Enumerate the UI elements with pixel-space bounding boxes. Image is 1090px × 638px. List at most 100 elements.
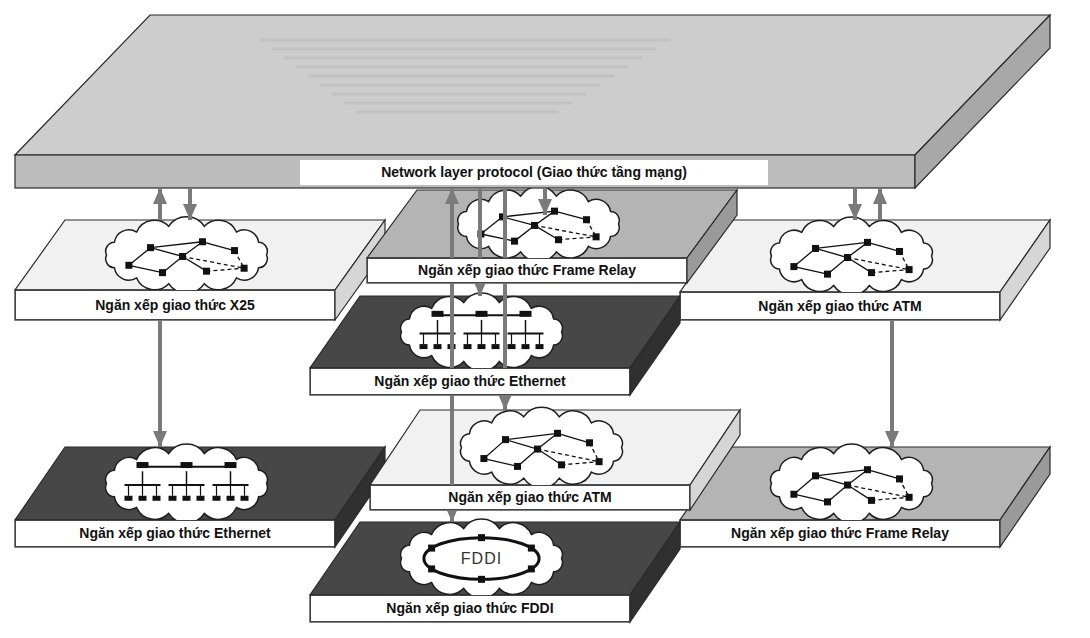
host-symbol — [478, 344, 486, 349]
slab-side-face — [1000, 220, 1050, 320]
network-cloud — [401, 293, 563, 371]
drop-line — [200, 485, 201, 496]
switch-node — [199, 238, 206, 245]
protocol-slab — [310, 293, 680, 395]
link-line — [535, 225, 559, 239]
stack-label: Ngăn xếp giao thức FDDI — [386, 600, 553, 617]
link-line — [506, 433, 558, 439]
station-node — [528, 565, 535, 572]
link-line — [207, 268, 245, 271]
drop-line — [244, 485, 245, 496]
arrow-connector — [158, 320, 162, 447]
texture-line — [272, 48, 656, 51]
switch-node — [534, 446, 541, 453]
drop-line — [172, 485, 173, 496]
texture-line — [296, 66, 628, 69]
slab-top-face — [15, 15, 1050, 155]
label-bar: Ngăn xếp giao thức ATM — [680, 292, 1000, 320]
switch-node — [844, 482, 851, 489]
host-symbol — [241, 496, 249, 501]
link-line — [816, 248, 848, 257]
arrow-connector — [853, 188, 857, 220]
link-line — [183, 256, 245, 268]
drop-line — [481, 334, 482, 345]
ring-label: FDDI — [461, 550, 502, 568]
label-bar: Ngăn xếp giao thức X25 — [15, 290, 335, 320]
slab-front-face — [367, 258, 687, 283]
arrow-connector — [450, 188, 454, 522]
host-symbol — [227, 496, 235, 501]
station-node — [528, 545, 535, 552]
link-line — [848, 258, 910, 270]
arrow-connector — [188, 188, 192, 220]
link-line — [868, 242, 900, 251]
drop-line — [230, 485, 231, 496]
host-symbol — [522, 344, 530, 349]
slab-side-face — [690, 410, 740, 510]
network-cloud — [771, 444, 933, 523]
protocol-stack-slab: Ngăn xếp giao thức Ethernet — [310, 296, 680, 395]
switch-node — [812, 245, 819, 252]
hub-symbol — [520, 311, 532, 317]
slab-side-face — [687, 190, 737, 283]
slab-front-face — [680, 292, 1000, 320]
fddi-ring — [424, 538, 539, 580]
switch-node — [844, 254, 851, 261]
link-line — [816, 470, 868, 476]
link-line — [868, 470, 900, 479]
network-cloud — [461, 407, 623, 488]
network-layer-slab: Network layer protocol (Giao thức tầng m… — [15, 15, 1050, 188]
host-symbol — [434, 344, 442, 349]
slab-front-face — [15, 520, 335, 547]
texture-line — [356, 111, 558, 114]
switch-node — [502, 436, 509, 443]
network-cloud — [106, 217, 268, 293]
switch-node — [511, 238, 518, 245]
texture-line — [344, 102, 572, 105]
drop-line — [128, 485, 129, 496]
switch-node — [147, 244, 154, 251]
bus-line — [525, 320, 527, 334]
link-line — [183, 256, 207, 271]
bus-line — [186, 471, 188, 485]
texture-line — [308, 75, 614, 78]
link-line — [555, 211, 587, 220]
stack-label: Ngăn xếp giao thức Frame Relay — [418, 262, 636, 279]
link-line — [538, 449, 562, 465]
link-line — [151, 242, 203, 248]
stack-label: Ngăn xếp giao thức ATM — [448, 489, 611, 506]
label-bar: Ngăn xếp giao thức Frame Relay — [367, 258, 687, 283]
link-line — [848, 485, 910, 497]
protocol-slab — [15, 217, 385, 320]
switch-node — [906, 266, 913, 273]
host-symbol — [536, 344, 544, 349]
drop-line — [539, 334, 540, 345]
slab-front-face — [310, 368, 630, 395]
link-line — [203, 242, 235, 251]
switch-node — [812, 472, 819, 479]
switch-node — [241, 265, 248, 272]
texture-line — [320, 84, 600, 87]
protocol-slab — [370, 407, 740, 510]
switch-node — [824, 498, 831, 505]
link-line — [562, 462, 600, 465]
protocol-stack-slab: Ngăn xếp giao thức Frame Relay — [680, 447, 1050, 547]
link-line — [535, 225, 597, 236]
host-symbol — [183, 496, 191, 501]
host-symbol — [213, 496, 221, 501]
label-bar: Ngăn xếp giao thức Frame Relay — [680, 520, 1000, 547]
protocol-stack-slab: Ngăn xếp giao thức X25 — [15, 220, 385, 320]
hub-symbol — [225, 462, 237, 468]
switch-node — [906, 494, 913, 501]
drop-line — [216, 485, 217, 496]
protocol-slab — [15, 444, 385, 547]
switch-node — [555, 236, 562, 243]
switch-node — [179, 253, 186, 260]
stack-label: Ngăn xếp giao thức X25 — [95, 297, 255, 314]
switch-node — [868, 269, 875, 276]
slab-front-face — [15, 290, 335, 320]
slab-front-face — [680, 520, 1000, 547]
network-cloud — [401, 519, 563, 598]
link-line — [558, 433, 590, 442]
bus-line — [230, 471, 232, 485]
